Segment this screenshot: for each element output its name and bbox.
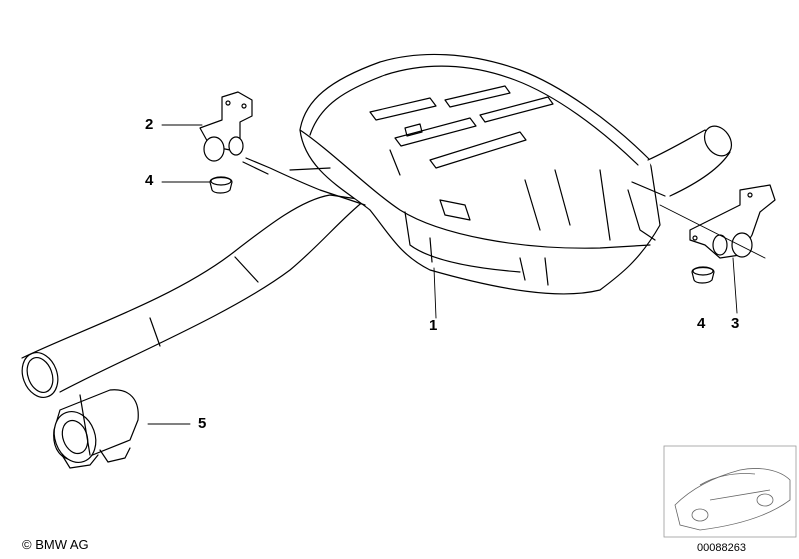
- callout-2: 2: [145, 116, 154, 133]
- intake-pipe: [21, 194, 366, 398]
- callout-1: 1: [429, 317, 438, 334]
- diagram-number: 00088263: [697, 542, 746, 554]
- callout-5: 5: [198, 415, 207, 432]
- rubber-mount-right: [691, 266, 715, 284]
- callout-4-left: 4: [145, 172, 154, 189]
- copyright-text: © BMW AG: [22, 537, 89, 552]
- rear-silencer: [299, 53, 661, 295]
- bracket-part-3: [689, 184, 776, 259]
- leader-lines: [147, 124, 766, 425]
- callout-4-right: 4: [697, 315, 706, 332]
- car-thumbnail: [663, 445, 797, 538]
- pipe-clamp-part-5: [53, 389, 139, 469]
- bracket-part-2: [199, 91, 253, 162]
- hanger-rod: [242, 157, 366, 206]
- tail-pipe: [627, 125, 733, 241]
- callout-3: 3: [731, 315, 740, 332]
- rubber-mount-left: [209, 176, 233, 194]
